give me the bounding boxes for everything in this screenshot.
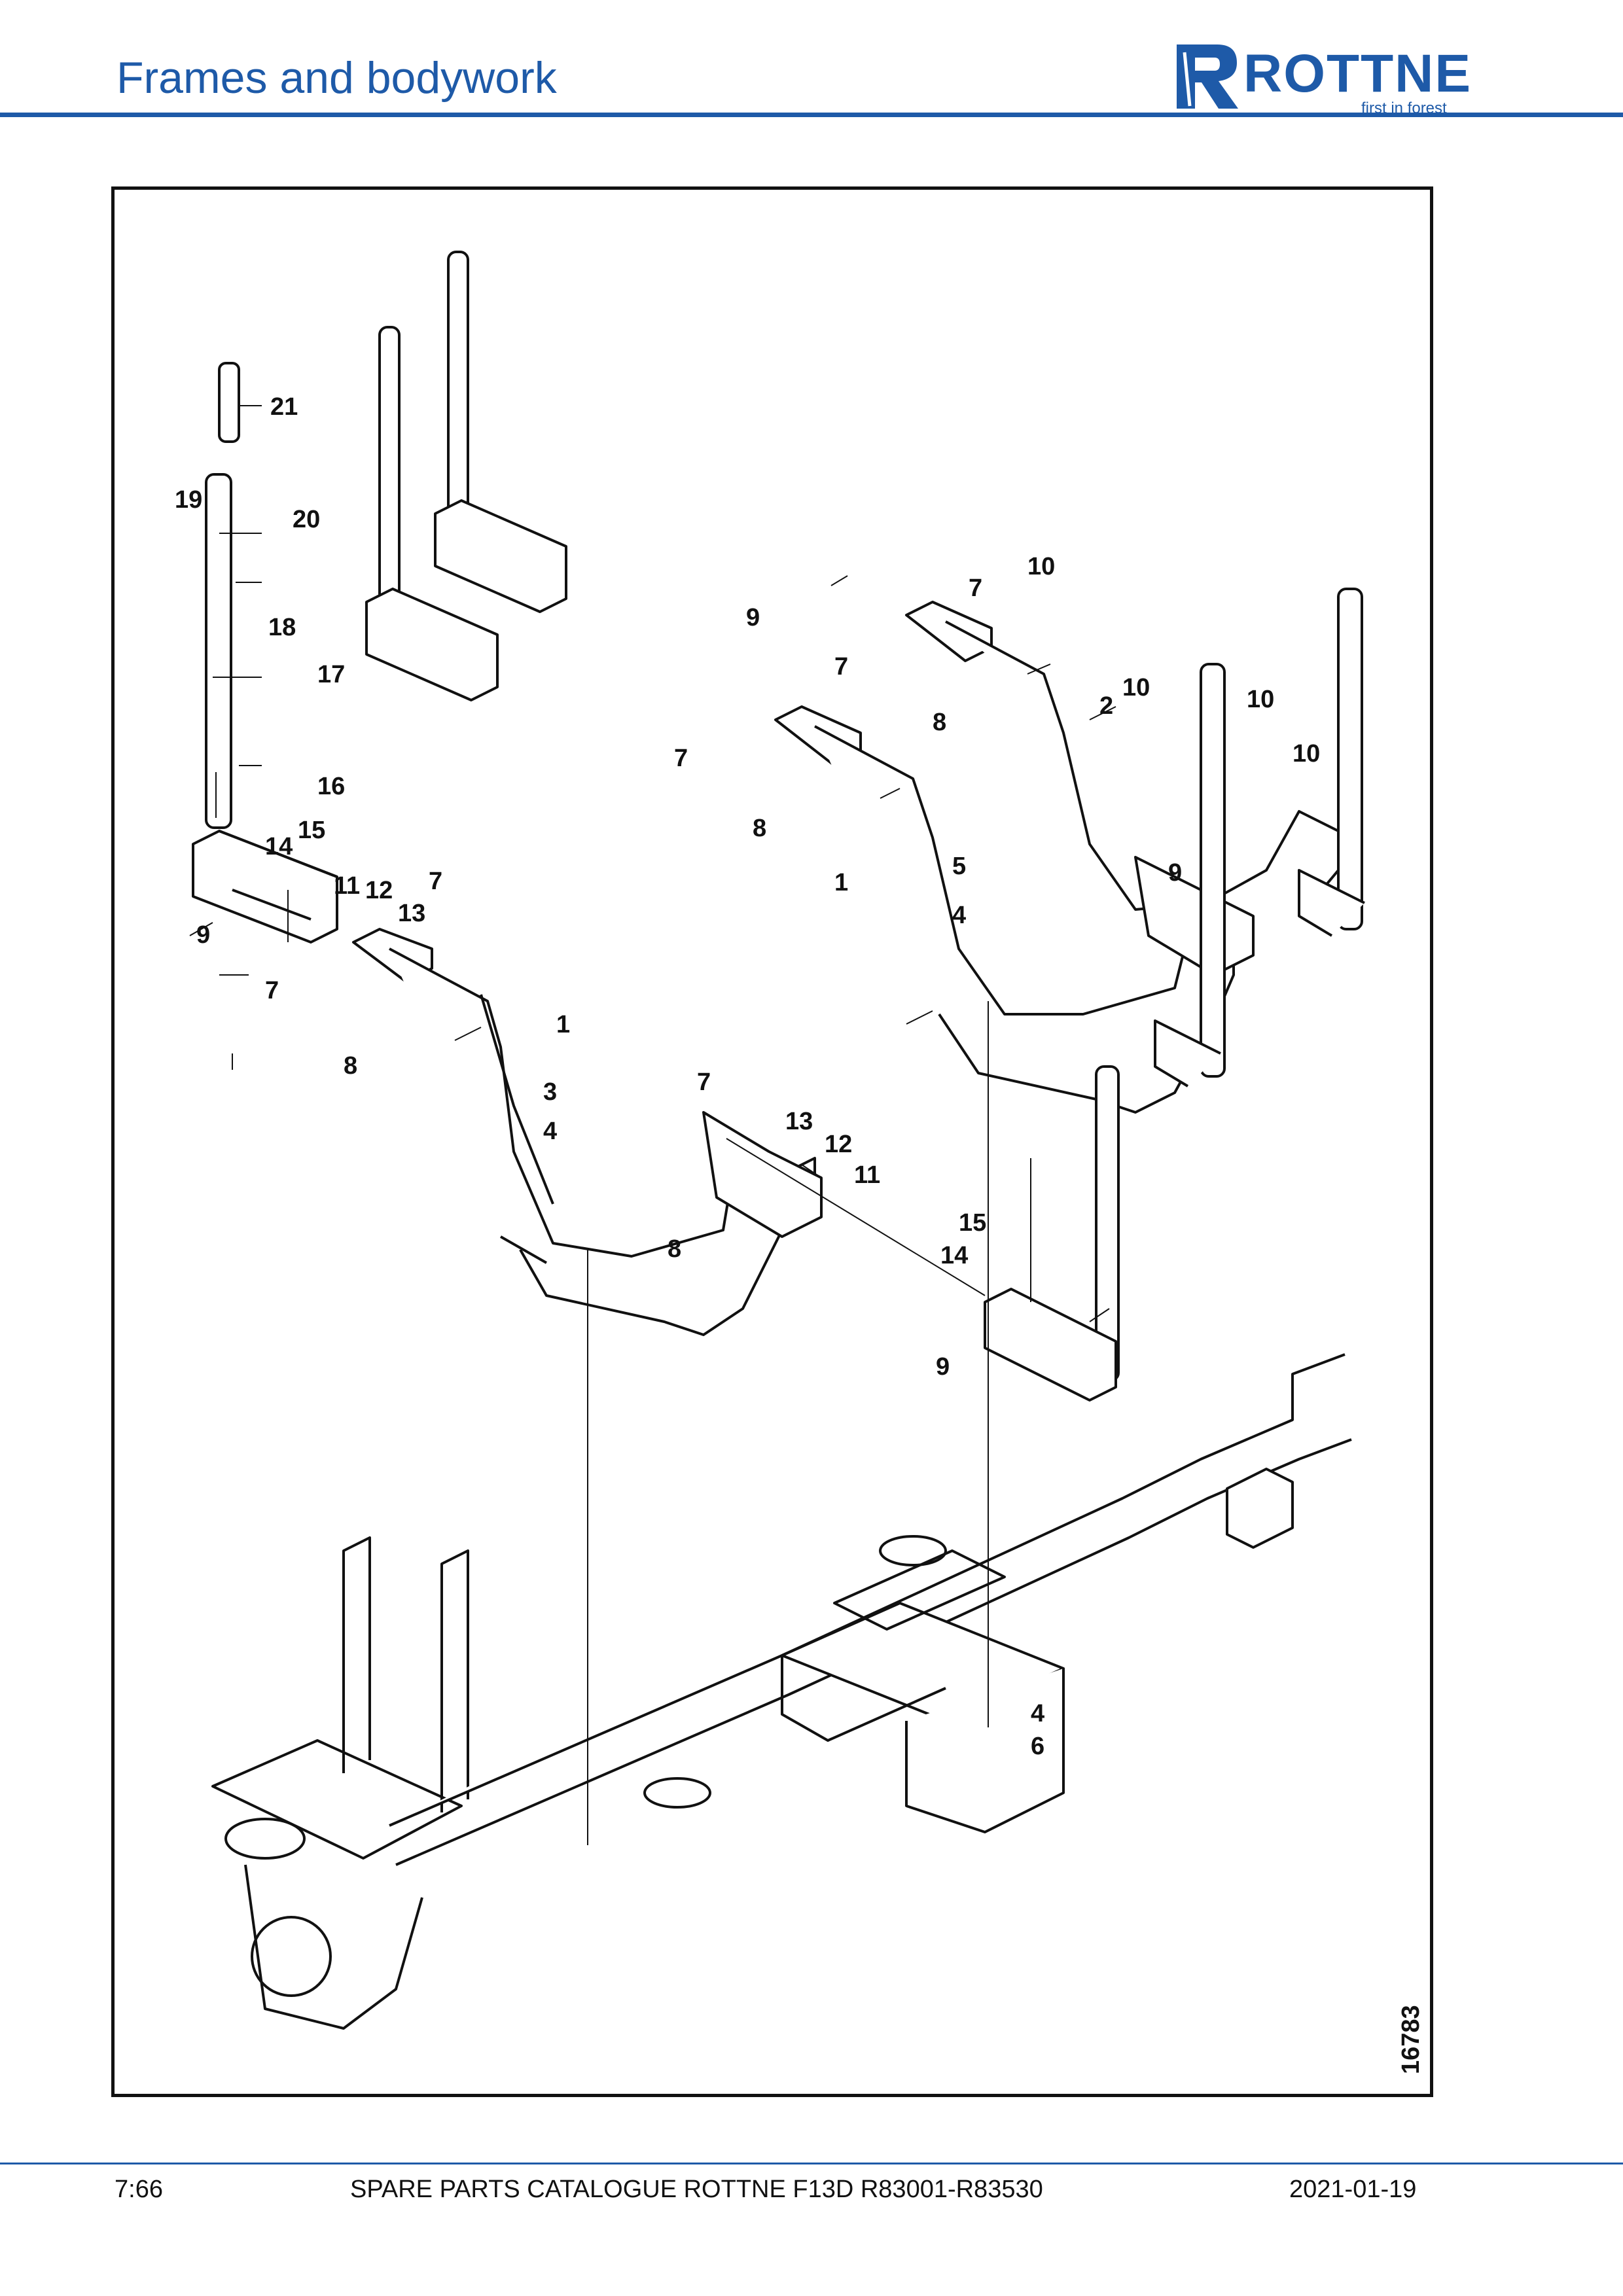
callout-9: 9 (1168, 859, 1183, 887)
callout-7: 7 (674, 745, 688, 772)
callout-13: 13 (785, 1108, 813, 1135)
callout-4: 4 (952, 902, 967, 929)
drawing-number: 16783 (1397, 2005, 1425, 2074)
callout-10: 10 (1027, 553, 1056, 580)
assembly-guide-lines (215, 772, 1031, 1845)
rottne-logo-icon (1177, 44, 1238, 109)
callout-1: 1 (834, 869, 849, 896)
callout-7: 7 (429, 868, 443, 895)
callout-7: 7 (834, 653, 849, 680)
callout-8: 8 (344, 1052, 358, 1080)
exploded-view-frame: 21 19 20 18 17 16 14 15 11 12 13 7 9 7 8… (111, 186, 1433, 2097)
rottne-logo: ROTTNE first in forest (1171, 38, 1512, 117)
callout-leaders (189, 405, 1116, 1322)
callout-17: 17 (317, 661, 346, 688)
footer-rule (0, 2163, 1623, 2164)
callout-11: 11 (334, 872, 361, 900)
callout-10: 10 (1247, 686, 1275, 713)
bolster-upper (774, 601, 1340, 1114)
callout-16: 16 (317, 773, 346, 800)
callout-7: 7 (969, 574, 983, 602)
header-rule (0, 113, 1623, 117)
exploded-view-drawing (189, 251, 1365, 2030)
callout-10: 10 (1293, 740, 1321, 768)
callout-20: 20 (293, 506, 321, 533)
callout-14: 14 (265, 833, 293, 860)
callout-8: 8 (753, 815, 767, 842)
bolster-lower (352, 928, 823, 1336)
footer-date: 2021-01-19 (1289, 2176, 1417, 2203)
callout-12: 12 (365, 877, 393, 904)
lower-right-stake (984, 1065, 1120, 1402)
callout-4: 4 (543, 1118, 558, 1145)
callout-19: 19 (175, 486, 203, 514)
callout-7: 7 (697, 1069, 711, 1096)
callout-1: 1 (556, 1011, 571, 1038)
left-stake-assembly (192, 362, 338, 944)
callout-15: 15 (298, 817, 326, 844)
main-frame (211, 1353, 1352, 2030)
footer-page-number: 7:66 (115, 2176, 163, 2203)
callout-9: 9 (936, 1353, 950, 1381)
callout-2: 2 (1099, 692, 1114, 720)
callout-14: 14 (940, 1242, 969, 1269)
page-title: Frames and bodywork (116, 53, 557, 103)
upper-stakes (365, 251, 1365, 1087)
callout-6: 6 (1031, 1733, 1045, 1760)
footer-catalogue-title: SPARE PARTS CATALOGUE ROTTNE F13D R83001… (350, 2176, 1043, 2203)
callout-11: 11 (854, 1161, 881, 1189)
callout-3: 3 (543, 1078, 558, 1106)
callout-9: 9 (196, 921, 211, 949)
callout-21: 21 (270, 393, 298, 421)
callout-10: 10 (1122, 674, 1150, 701)
callout-18: 18 (268, 614, 296, 641)
callout-7: 7 (265, 977, 279, 1004)
callout-9: 9 (746, 604, 760, 631)
callout-5: 5 (952, 853, 967, 880)
callout-4: 4 (1031, 1700, 1045, 1727)
logo-wordmark: ROTTNE (1243, 44, 1472, 103)
callout-8: 8 (668, 1235, 682, 1263)
callout-12: 12 (825, 1131, 853, 1158)
callout-8: 8 (933, 709, 947, 736)
callout-15: 15 (959, 1209, 987, 1237)
callout-13: 13 (398, 900, 426, 927)
